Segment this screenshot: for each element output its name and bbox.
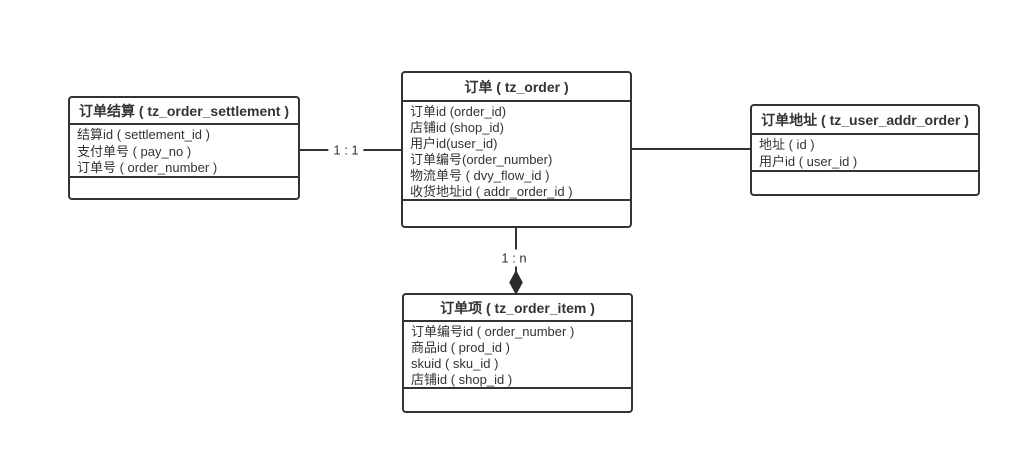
field-order-number: 订单编号(order_number) (410, 152, 553, 167)
field-order-number: 订单号 ( order_number ) (77, 160, 218, 175)
connector-order-address (632, 148, 750, 150)
field-sku-id: skuid ( sku_id ) (411, 356, 499, 371)
field-addr-id: 地址 ( id ) (759, 137, 815, 152)
field-order-number-id: 订单编号id ( order_number ) (411, 324, 575, 339)
field-addr-order-id: 收货地址id ( addr_order_id ) (410, 184, 573, 199)
composition-diamond-icon (509, 271, 523, 294)
field-user-id: 用户id ( user_id ) (759, 153, 858, 169)
entity-box-order-item[interactable]: 订单项 ( tz_order_item ) 订单编号id ( order_num… (402, 293, 633, 413)
entity-box-user-addr-order[interactable]: 订单地址 ( tz_user_addr_order ) 地址 ( id ) 用户… (750, 104, 980, 196)
entity-title-order-item: 订单项 ( tz_order_item ) (404, 295, 631, 322)
entity-box-order[interactable]: 订单 ( tz_order ) 订单id (order_id) 店铺id (sh… (401, 71, 632, 228)
field-order-id: 订单id (order_id) (410, 104, 507, 119)
cardinality-label-1-1: 1 : 1 (328, 141, 364, 159)
field-user-id: 用户id(user_id) (410, 136, 498, 151)
cardinality-label-1-n: 1 : n (496, 249, 532, 267)
entity-title-user-addr-order: 订单地址 ( tz_user_addr_order ) (752, 106, 978, 135)
entity-title-order-settlement: 订单结算 ( tz_order_settlement ) (70, 98, 298, 125)
entity-fields-user-addr-order: 地址 ( id ) 用户id ( user_id ) (752, 135, 978, 172)
entity-footer-order-item (404, 389, 631, 411)
field-pay-no: 支付单号 ( pay_no ) (77, 143, 192, 159)
entity-footer-user-addr-order (752, 172, 978, 194)
entity-footer-order-settlement (70, 178, 298, 198)
field-prod-id: 商品id ( prod_id ) (411, 340, 510, 355)
entity-footer-order (403, 201, 630, 226)
entity-title-order: 订单 ( tz_order ) (403, 73, 630, 102)
field-shop-id: 店铺id (shop_id) (410, 120, 504, 135)
field-shop-id: 店铺id ( shop_id ) (411, 372, 513, 387)
entity-fields-order-item: 订单编号id ( order_number ) 商品id ( prod_id )… (404, 322, 631, 389)
entity-fields-order-settlement: 结算id ( settlement_id ) 支付单号 ( pay_no ) 订… (70, 125, 298, 178)
field-dvy-flow-id: 物流单号 ( dvy_flow_id ) (410, 168, 550, 183)
field-settlement-id: 结算id ( settlement_id ) (77, 127, 210, 142)
entity-box-order-settlement[interactable]: 订单结算 ( tz_order_settlement ) 结算id ( sett… (68, 96, 300, 200)
entity-fields-order: 订单id (order_id) 店铺id (shop_id) 用户id(user… (403, 102, 630, 201)
